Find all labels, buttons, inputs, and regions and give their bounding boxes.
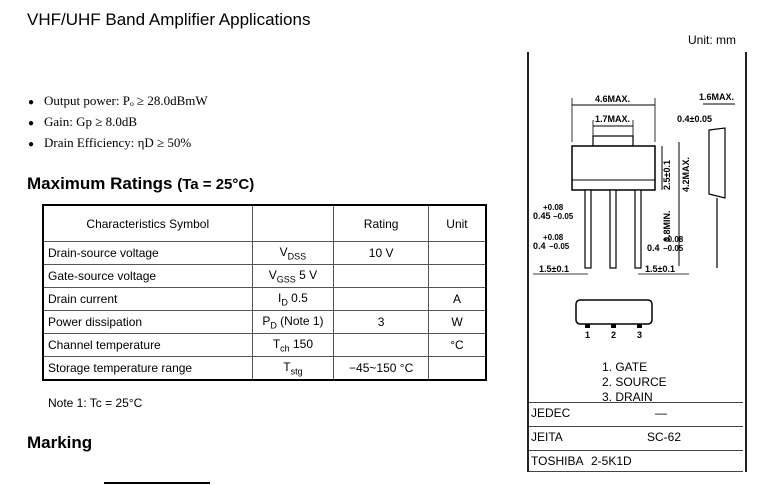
cell-symbol: VGSS 5 V (251, 264, 335, 288)
cell-unit: W (427, 310, 487, 334)
marking-line (104, 482, 210, 484)
lead3-tol-main: 0.4 (647, 243, 660, 253)
lead3-tol-plus: +0.08 (663, 235, 684, 244)
lead1-tol-main: 0.45 (533, 211, 551, 221)
cell-symbol: ID 0.5 (251, 287, 335, 311)
bullet-icon: ● (28, 97, 35, 108)
side-view (708, 127, 726, 199)
pin-stub (611, 324, 616, 328)
dim-h1: 2.5±0.1 (662, 160, 672, 190)
dim-h2: 4.2MAX. (681, 157, 691, 192)
lead3-tol-minus: −0.05 (663, 244, 684, 253)
cell-rating: 10 V (333, 241, 429, 265)
dim-tab-width: 1.7MAX. (595, 114, 630, 124)
bullet-icon: ● (28, 139, 35, 150)
cell-characteristic: Channel temperature (42, 333, 253, 357)
cell-symbol: Tstg (251, 356, 335, 381)
dim-h3: 0.8MIN. (662, 210, 672, 242)
dim-side-height: 1.6MAX. (699, 92, 734, 102)
pin-item: 2. SOURCE (602, 375, 667, 389)
unit-label: Unit: mm (688, 33, 736, 47)
feature-item: ●Drain Efficiency: ηD ≥ 50% (28, 132, 208, 153)
lead1-tol-minus: −0.05 (553, 212, 574, 221)
lead2-tol-minus: −0.05 (549, 242, 570, 251)
header-unit: Unit (427, 204, 487, 242)
dim-width-total: 4.6MAX. (595, 94, 630, 104)
cell-unit (427, 264, 487, 288)
package-tab (592, 135, 634, 147)
header-blank (251, 204, 335, 242)
cell-unit: °C (427, 333, 487, 357)
std-bottom-line (529, 471, 743, 472)
note-text: Note 1: Tc = 25°C (48, 396, 143, 410)
pin-stub (637, 324, 642, 328)
cell-characteristic: Drain current (42, 287, 253, 311)
cell-characteristic: Power dissipation (42, 310, 253, 334)
cell-symbol: Tch 150 (251, 333, 335, 357)
lead-3 (634, 189, 642, 269)
cell-rating: −45~150 °C (333, 356, 429, 381)
pin-stub (585, 324, 590, 328)
lead-2 (609, 189, 617, 269)
package-body (571, 145, 656, 191)
cell-characteristic: Gate-source voltage (42, 264, 253, 288)
pin-number: 1 (585, 330, 590, 340)
bullet-icon: ● (28, 118, 35, 129)
cell-unit: A (427, 287, 487, 311)
table-header-row: Characteristics Symbol Rating Unit (42, 204, 487, 242)
cell-rating (333, 333, 429, 357)
pin-list: 1. GATE 2. SOURCE 3. DRAIN (602, 360, 667, 405)
marking-outline (575, 299, 653, 325)
cell-characteristic: Storage temperature range (42, 356, 253, 381)
dim-pitch2: 1.5±0.1 (645, 264, 675, 274)
feature-list: ●Output power: Pₒ ≥ 28.0dBmW ●Gain: Gp ≥… (28, 90, 208, 153)
pin-number: 2 (611, 330, 616, 340)
std-row-jedec: JEDEC — (529, 402, 743, 423)
cell-characteristic: Drain-source voltage (42, 241, 253, 265)
cell-unit (427, 241, 487, 265)
lead2-tol-plus: +0.08 (543, 233, 564, 242)
cell-symbol: VDSS (251, 241, 335, 265)
page-title: VHF/UHF Band Amplifier Applications (27, 10, 311, 29)
cell-rating: 3 (333, 310, 429, 334)
cell-unit (427, 356, 487, 381)
header-rating: Rating (333, 204, 429, 242)
pin-item: 1. GATE (602, 360, 648, 374)
feature-item: ●Output power: Pₒ ≥ 28.0dBmW (28, 90, 208, 111)
cell-rating (333, 264, 429, 288)
cell-rating (333, 287, 429, 311)
lead-1 (584, 189, 592, 269)
std-row-jeita: JEITA SC-62 (529, 426, 743, 447)
lead1-tol-plus: +0.08 (543, 203, 564, 212)
feature-item: ●Gain: Gp ≥ 8.0dB (28, 111, 208, 132)
dim-pitch1: 1.5±0.1 (539, 264, 569, 274)
ratings-table: Characteristics Symbol Rating Unit Drain… (42, 204, 487, 381)
package-drawing: 4.6MAX. 1.7MAX. 2.5±0.1 4.2MAX. 0.8MIN. … (533, 92, 735, 340)
package-panel (527, 52, 747, 472)
cell-symbol: PD (Note 1) (251, 310, 335, 334)
ratings-heading: Maximum Ratings (Ta = 25°C) (27, 174, 255, 193)
std-row-toshiba: TOSHIBA 2-5K1D (529, 450, 743, 471)
dim-tab-thick: 0.4±0.05 (677, 114, 712, 124)
pin-number: 3 (637, 330, 642, 340)
pin-item: 3. DRAIN (602, 390, 653, 404)
marking-heading: Marking (27, 433, 93, 452)
header-char-symbol: Characteristics Symbol (42, 204, 253, 242)
lead2-tol-main: 0.4 (533, 241, 546, 251)
